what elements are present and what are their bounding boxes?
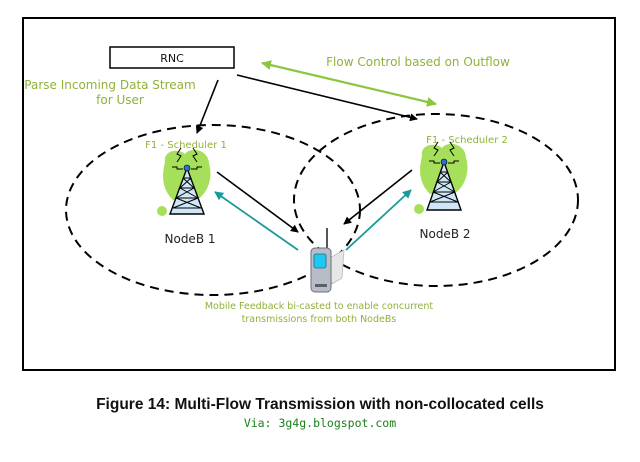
nodeb2-label: NodeB 2: [420, 227, 471, 241]
mobile-feedback-to-nodeb1-arrow: [214, 191, 299, 251]
scheduler-2-label: F1 - Scheduler 2: [426, 135, 508, 146]
parse-label-line1: Parse Incoming Data Stream: [24, 78, 195, 92]
nodeb2-tower-icon: [414, 141, 468, 214]
rnc-to-nodeb2-arrow: [236, 74, 418, 122]
figure-caption: Figure 14: Multi-Flow Transmission with …: [96, 396, 544, 413]
rnc-label: RNC: [160, 52, 184, 65]
scheduler-1-label: F1 - Scheduler 1: [145, 140, 227, 151]
mobile-phone-icon: [310, 228, 345, 293]
mobile-feedback-to-nodeb2-arrow: [345, 189, 412, 251]
nodeb1-tower-icon: [157, 147, 211, 216]
nodeb2-to-mobile-arrow: [343, 169, 413, 225]
flow-control-label: Flow Control based on Outflow: [326, 55, 510, 69]
cell-2-coverage: [293, 113, 579, 287]
rnc-to-nodeb1-arrow: [195, 79, 219, 134]
cell-1-coverage: [65, 124, 361, 296]
nodeb1-label: NodeB 1: [165, 232, 216, 246]
source-credit: Via: 3g4g.blogspot.com: [243, 416, 397, 430]
diagram-frame: [22, 17, 616, 371]
flow-control-arrow: [261, 60, 437, 107]
parse-label-line2: for User: [96, 93, 144, 107]
feedback-label-line2: transmissions from both NodeBs: [242, 314, 397, 325]
feedback-label-line1: Mobile Feedback bi-casted to enable conc…: [205, 301, 434, 312]
rnc-box: RNC: [109, 46, 235, 69]
nodeb1-to-mobile-arrow: [216, 171, 299, 233]
